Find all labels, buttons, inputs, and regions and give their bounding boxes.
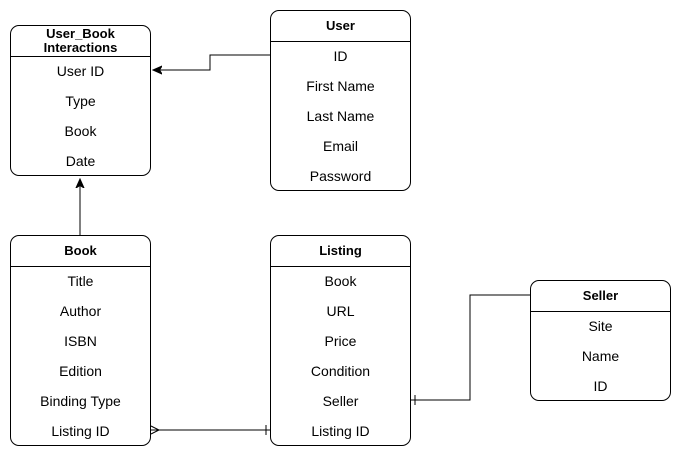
attribute-price: Price	[324, 333, 357, 349]
attribute-book: Book	[324, 273, 357, 289]
relation-user-to-interactions	[153, 54, 270, 70]
attribute-name: Name	[581, 348, 620, 364]
entity-title: Seller	[531, 281, 670, 312]
attribute-isbn: ISBN	[64, 333, 97, 349]
entity-title: User_Book Interactions	[11, 26, 150, 57]
entity-title: User	[271, 11, 410, 42]
attribute-listing-id: Listing ID	[311, 423, 370, 439]
attribute-id: ID	[333, 48, 348, 64]
entity-seller[interactable]: Seller Site Name ID	[530, 280, 671, 401]
attribute-user-id: User ID	[56, 63, 105, 79]
entity-user-book-interactions[interactable]: User_Book Interactions User ID Type Book…	[10, 25, 151, 176]
attribute-last-name: Last Name	[306, 108, 375, 124]
attribute-condition: Condition	[310, 363, 371, 379]
relation-seller-to-listing	[411, 294, 530, 401]
entity-user[interactable]: User ID First Name Last Name Email Passw…	[270, 10, 411, 191]
attribute-first-name: First Name	[306, 78, 375, 94]
entity-title: Listing	[271, 236, 410, 267]
attribute-author: Author	[59, 303, 102, 319]
crow-foot-many-icon	[150, 425, 161, 435]
attribute-title: Title	[67, 273, 94, 289]
attribute-listing-id: Listing ID	[51, 423, 110, 439]
entity-book[interactable]: Book Title Author ISBN Edition Binding T…	[10, 235, 151, 446]
attribute-email: Email	[322, 138, 358, 154]
attribute-seller: Seller	[322, 393, 359, 409]
attribute-binding-type: Binding Type	[40, 393, 121, 409]
attribute-id: ID	[593, 378, 608, 394]
attribute-date: Date	[65, 153, 96, 169]
attribute-site: Site	[588, 318, 613, 334]
attribute-password: Password	[309, 168, 372, 184]
entity-listing[interactable]: Listing Book URL Price Condition Seller …	[270, 235, 411, 446]
attribute-url: URL	[326, 303, 355, 319]
attribute-edition: Edition	[59, 363, 102, 379]
attribute-book: Book	[64, 123, 97, 139]
attribute-type: Type	[65, 93, 96, 109]
entity-title: Book	[11, 236, 150, 267]
